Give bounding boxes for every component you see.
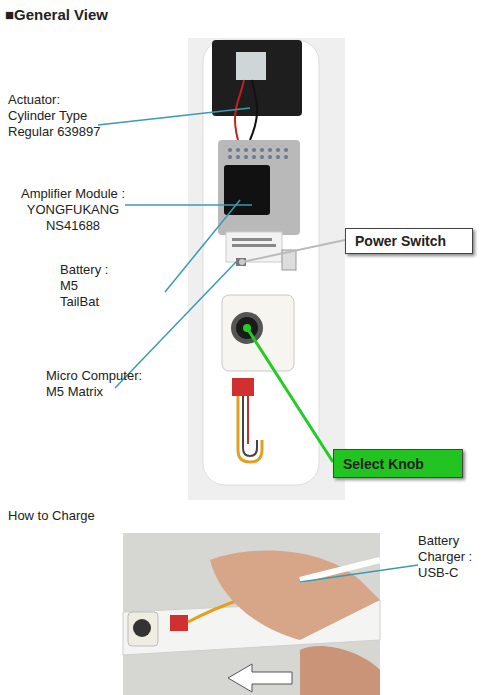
box-text: Power Switch [355,233,446,249]
hand [210,550,380,640]
device-body [203,40,319,485]
arrow-symbol [228,664,292,692]
print-mark [232,244,276,247]
part-label: Actuator: Cylinder Type Regular 639897 [8,92,108,140]
usb-cable [300,560,380,580]
knob-ring [231,312,263,344]
page-title: ■General View [5,6,108,23]
connector [232,378,254,396]
callout-box: Select Knob [333,449,463,478]
part-label: Battery : M5 TailBat [60,262,118,310]
leader-dot [243,324,251,332]
section-heading: How to Charge [8,508,148,524]
amplifier-holes [228,148,288,159]
knob-module [128,612,158,646]
part-label: Battery Charger : USB-C [418,533,480,581]
leader-line [125,204,252,206]
cable [247,396,249,444]
leader-dot [239,259,245,265]
leader-line [242,240,345,262]
cable [243,396,257,456]
leader-line [98,108,250,125]
knob-module [222,295,294,371]
box-text: Select Knob [343,456,424,472]
knob [133,619,151,637]
actuator-core [236,52,266,80]
knob [236,317,258,339]
leader-line [247,328,333,462]
hand [300,646,380,695]
battery [224,165,270,215]
connector [170,615,188,631]
actuator-wire [250,80,257,140]
part-label: Amplifier Module : YONGFUKANG NS41688 [12,186,134,234]
micro-computer [226,232,282,262]
print-mark [232,238,272,241]
part-label: Micro Computer: M5 Matrix [46,368,151,400]
photo-background [188,38,345,500]
leader-line [165,200,240,292]
amplifier-module [218,140,300,235]
photo-background [123,533,380,695]
cable [238,396,262,462]
switch-part [236,258,246,266]
leader-line [300,565,418,582]
callout-box: Power Switch [345,228,473,254]
